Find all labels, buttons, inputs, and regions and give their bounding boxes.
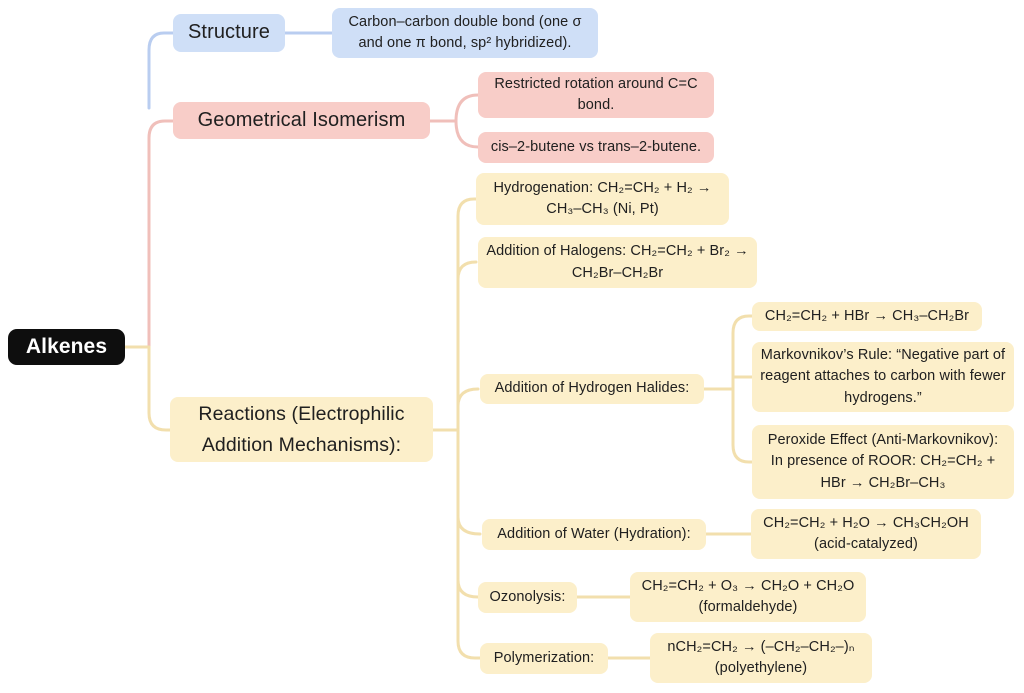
sub-branch-node-hydration: Addition of Water (Hydration): <box>482 519 706 550</box>
leaf-node-hbr-addition: CH₂=CH₂ + HBr → CH₃–CH₂Br <box>752 302 982 331</box>
root-node-alkenes: Alkenes <box>8 329 125 365</box>
connector-reactions-polymerization <box>456 428 482 660</box>
sub-branch-node-ozonolysis: Ozonolysis: <box>478 582 577 613</box>
branch-node-geometrical-isomerism: Geometrical Isomerism <box>173 102 430 139</box>
sub-branch-node-hydrogen-halides: Addition of Hydrogen Halides: <box>480 374 704 404</box>
connector-reactions-halogens <box>456 260 478 281</box>
connector-reactions-hydration <box>456 515 482 536</box>
connector-hh-child-peroxide <box>731 387 754 464</box>
connector-root-isomerism <box>147 119 175 349</box>
leaf-node-restricted-rotation: Restricted rotation around C=C bond. <box>478 72 714 118</box>
leaf-node-hydration-detail: CH₂=CH₂ + H₂O → CH₃CH₂OH (acid-catalyzed… <box>751 509 981 559</box>
leaf-node-halogen-addition: Addition of Halogens: CH₂=CH₂ + Br₂ → CH… <box>478 237 757 288</box>
branch-node-reactions: Reactions (Electrophilic Addition Mechan… <box>170 397 433 462</box>
leaf-node-hydrogenation: Hydrogenation: CH₂=CH₂ + H₂ → CH₃–CH₃ (N… <box>476 173 729 225</box>
connector-hh-child-hbr <box>731 314 754 391</box>
connector-root-structure <box>147 31 175 110</box>
leaf-node-cis-trans-butene: cis–2-butene vs trans–2-butene. <box>478 132 714 163</box>
sub-branch-node-polymerization: Polymerization: <box>480 643 608 674</box>
leaf-node-polymerization-detail: nCH₂=CH₂ → (–CH₂–CH₂–)ₙ (polyethylene) <box>650 633 872 683</box>
connector-reactions-hydrogenation <box>456 197 478 432</box>
connector-isomerism-children <box>454 93 480 149</box>
leaf-node-structure-detail: Carbon–carbon double bond (one σ and one… <box>332 8 598 58</box>
leaf-node-markovnikov-rule: Markovnikov’s Rule: “Negative part of re… <box>752 342 1014 412</box>
connector-reactions-ozonolysis <box>456 578 480 599</box>
connector-reactions-hydrogen-halides <box>456 387 480 408</box>
leaf-node-ozonolysis-detail: CH₂=CH₂ + O₃ → CH₂O + CH₂O (formaldehyde… <box>630 572 866 622</box>
branch-node-structure: Structure <box>173 14 285 52</box>
leaf-node-peroxide-effect: Peroxide Effect (Anti-Markovnikov): In p… <box>752 425 1014 499</box>
connector-root-reactions <box>147 345 172 432</box>
